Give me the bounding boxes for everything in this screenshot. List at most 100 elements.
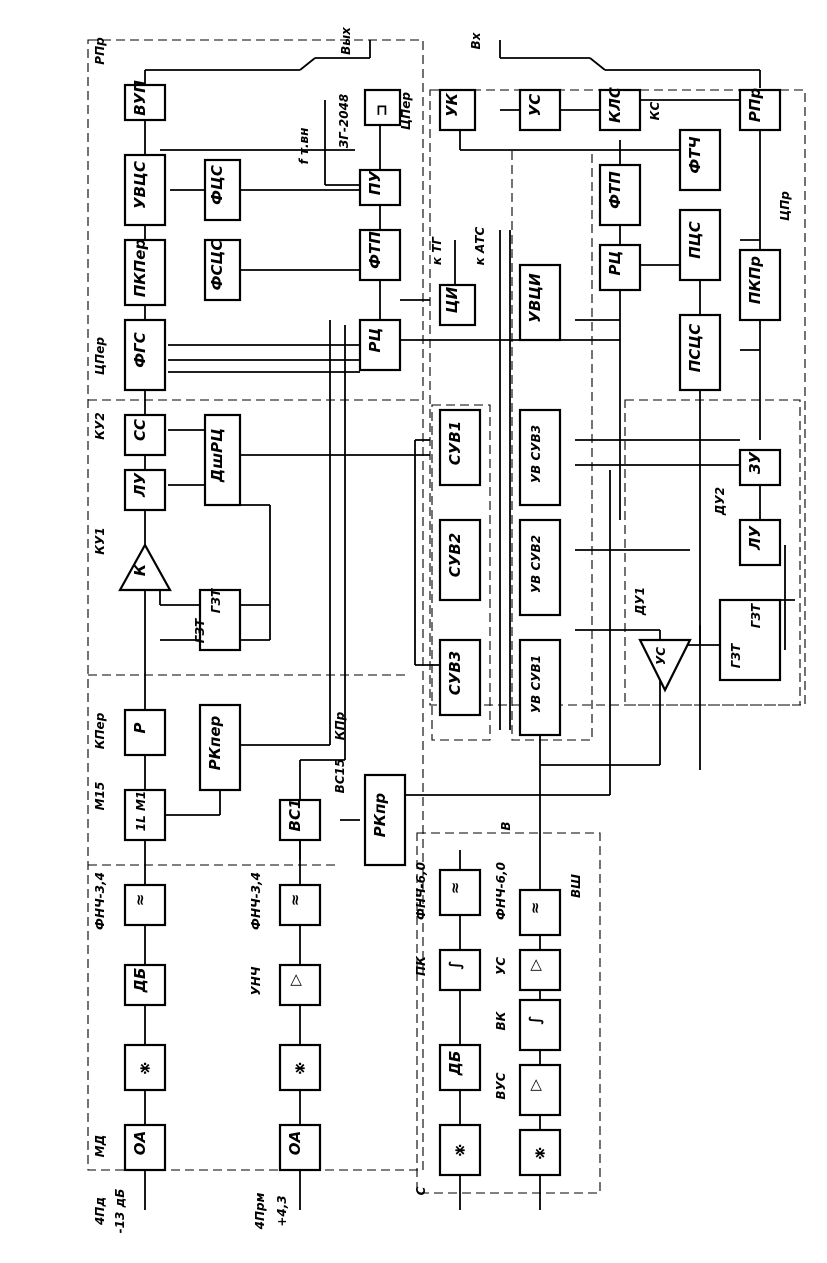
label-pk: ∫ (446, 960, 464, 969)
text-m15: M15 (93, 782, 107, 811)
label-unch: ▷ (286, 974, 304, 986)
block-rkper (198, 703, 242, 792)
label-vup: ВУП (131, 80, 149, 116)
block-fgs (123, 318, 167, 392)
label-oa-a: ОА (131, 1131, 149, 1155)
label-dshrc: ДшРЦ (208, 428, 226, 483)
block-r (123, 708, 167, 757)
text-ku1: КУ1 (93, 527, 107, 554)
block-uvsuv2 (518, 518, 562, 617)
block-vk (518, 998, 562, 1052)
text-in13db: -13 дБ (113, 1189, 127, 1234)
text-fnch60: ФНЧ-6,0 (414, 862, 428, 920)
text-bc15: ВС15 (333, 759, 347, 794)
label-gzt-minus: ГЗТ (209, 588, 223, 613)
text-du2: ДУ2 (713, 487, 727, 516)
block-pu (358, 168, 402, 207)
label-fnch60b: ≈ (526, 902, 544, 915)
block-m1 (123, 788, 167, 842)
block-fcs (203, 158, 242, 222)
block-interface-d (518, 1128, 562, 1177)
text-pk: ПК (414, 955, 428, 976)
block-uvcs (123, 153, 167, 227)
dashed-regions (87, 39, 806, 1194)
block-uvci (518, 263, 562, 342)
blocks (118, 83, 782, 1177)
interface-icons: ⋇ ⋇ ⋇ ⋇ ⊓ (139, 101, 547, 1162)
label-bc1: ВС1 (286, 799, 304, 832)
label-gzt-r-plus: ГЗТ (729, 643, 743, 668)
block-fnch60b (518, 888, 562, 937)
label-vk: ∫ (526, 1015, 544, 1024)
block-fscs (203, 238, 242, 302)
text-fnch60b: ФНЧ-6,0 (494, 862, 508, 920)
middle-column (324, 100, 620, 730)
label-fgs: ФГС (131, 332, 149, 367)
block-ftch (678, 128, 722, 192)
label-db-b: ДБ (446, 1051, 464, 1077)
label-ci: ЦИ (443, 286, 461, 313)
label-rc-b: РЦ (606, 251, 624, 276)
label-lu2: ЛУ (746, 525, 764, 551)
label-suv2: СУВ2 (446, 533, 464, 577)
text-c: С (414, 1186, 428, 1195)
text-unch: УНЧ (249, 966, 263, 995)
label-rc-a: РЦ (366, 328, 384, 353)
label-fnch34a: ≈ (131, 894, 149, 907)
label-rpr-blk: РПр (746, 88, 764, 123)
block-pkper (123, 238, 167, 307)
block-lu1 (123, 468, 167, 512)
text-tsch: f т.вн (297, 128, 311, 165)
label-fnch60a: ≈ (446, 882, 464, 895)
label-kls: КЛС (606, 87, 624, 123)
label-fscs: ФСЦС (208, 240, 226, 291)
label-suv3: СУВ3 (446, 651, 464, 695)
label-uvcs: УВЦС (131, 161, 149, 209)
block-zu (738, 448, 782, 487)
block-uvsuv3 (518, 408, 562, 507)
block-pscs (678, 313, 722, 392)
label-us-top: УС (526, 94, 544, 117)
block-vus (518, 1063, 562, 1117)
block-kls (598, 88, 642, 132)
interface-d-icon: ⋇ (534, 1144, 547, 1162)
label-rkpr: РКпр (371, 793, 389, 838)
block-lu2 (738, 518, 782, 567)
label-r: Р (131, 723, 149, 734)
text-du1: ДУ1 (633, 587, 647, 616)
block-uk (438, 88, 477, 132)
label-uvsuv1: УВ СУВ1 (529, 655, 543, 713)
interface-a-icon: ⋇ (139, 1059, 152, 1077)
label-us-tri: УС (654, 647, 668, 665)
text-vyh: Вых (339, 26, 353, 55)
block-uvsuv1 (518, 638, 562, 737)
text-k-ats: к АТС (473, 227, 487, 266)
block-rc-b (598, 243, 642, 292)
label-uk: УК (443, 92, 461, 117)
text-ku2: КУ2 (93, 412, 107, 439)
label-m1: 1L M1 (134, 791, 148, 831)
block-suv2 (438, 518, 482, 602)
text-vh: Вх (469, 31, 483, 49)
block-suv1 (438, 408, 482, 487)
label-pcs: ПЦС (686, 221, 704, 258)
label-pu: ПУ (366, 170, 384, 196)
text-rpr: РПр (93, 37, 107, 65)
text-tsper: ЦПер (93, 337, 107, 375)
label-ftp-a: ФТП (366, 231, 384, 269)
block-gen (363, 88, 402, 127)
block-interface-b (278, 1043, 322, 1092)
label-pscs: ПСЦС (686, 324, 704, 373)
text-k-tg: к ТГ (430, 236, 444, 266)
label-k: К (131, 563, 149, 576)
label-uvci: УВЦИ (526, 273, 544, 323)
block-us-triangle (638, 638, 692, 693)
block-labels: ВУП УВЦС ФЦС ПКПер ФСЦС ФГС СС ЛУ ДшРЦ К… (131, 80, 764, 1155)
label-gzt-r-minus: ГЗТ (749, 603, 763, 628)
label-fcs: ФЦС (208, 165, 226, 205)
label-cs: СС (131, 419, 149, 441)
block-db-a (123, 963, 167, 1007)
block-pk (438, 948, 482, 992)
interface-c-icon: ⋇ (454, 1141, 467, 1159)
label-lu1: ЛУ (131, 472, 149, 498)
